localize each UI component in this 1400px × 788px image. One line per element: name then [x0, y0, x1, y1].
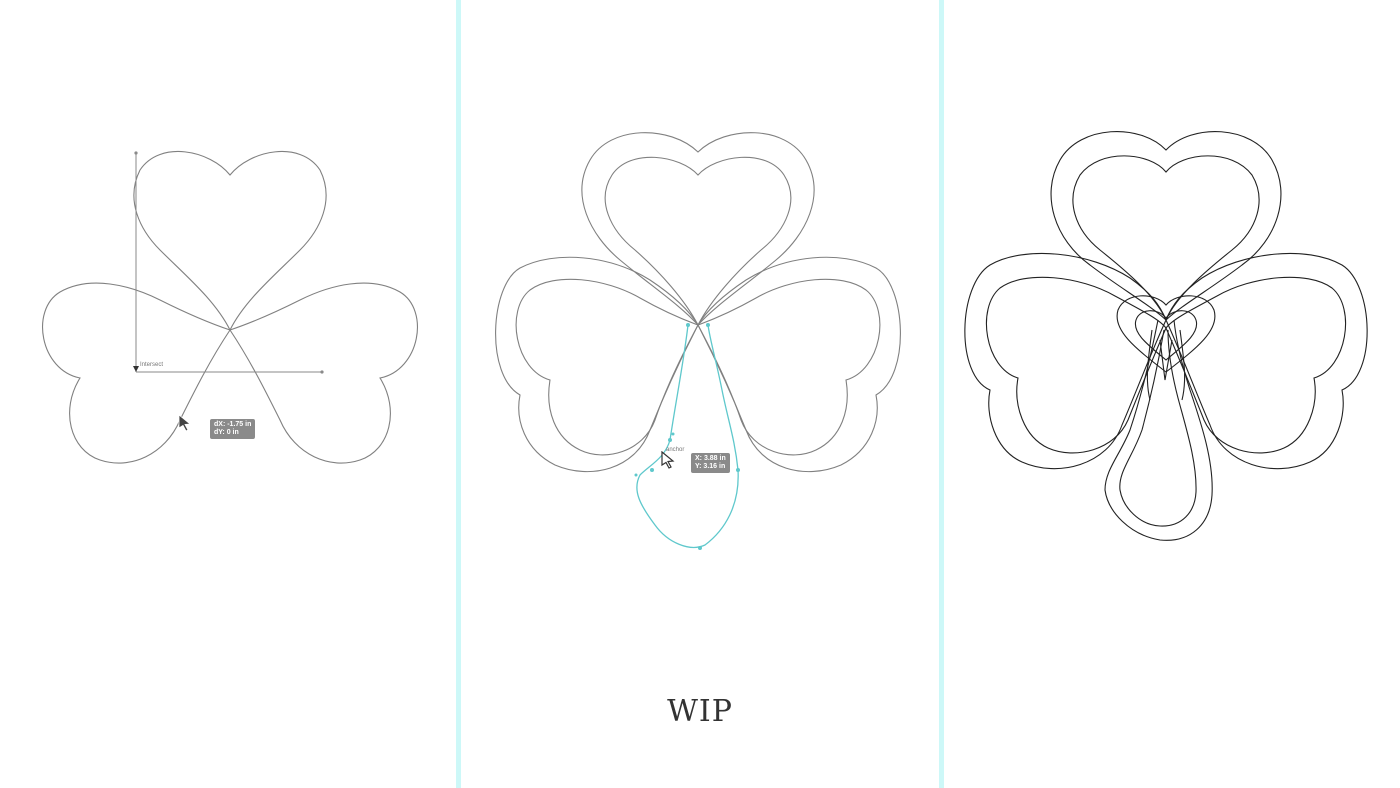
- arrow-cursor-icon: [178, 414, 192, 432]
- position-y-readout: Y: 3.16 in: [695, 463, 726, 470]
- delta-x-readout: dX: -1.75 in: [214, 421, 252, 428]
- shamrock-final-outline: [964, 131, 1368, 541]
- right-heart-path: [229, 282, 418, 464]
- selected-stem-path: [634, 323, 740, 550]
- panel-divider-right: [939, 0, 944, 788]
- panel-final-outline: [944, 0, 1400, 788]
- wip-caption: WIP: [667, 694, 733, 729]
- position-x-readout: X: 3.88 in: [695, 455, 726, 462]
- position-tooltip: X: 3.88 in Y: 3.16 in: [691, 453, 730, 473]
- intersect-hint: Intersect: [140, 362, 164, 368]
- top-heart-path: [133, 150, 327, 332]
- panel-draw-stem: anchor X: 3.88 in Y: 3.16 in: [461, 0, 941, 788]
- shamrock-offset-outline: [495, 132, 901, 550]
- anchor-hint: anchor: [666, 447, 685, 453]
- delta-tooltip: dX: -1.75 in dY: 0 in: [210, 419, 256, 439]
- shamrock-heart-guides: [42, 150, 418, 464]
- delta-y-readout: dY: 0 in: [214, 429, 239, 436]
- panel-intersect: Intersect dX: -1.75 in dY: 0 in: [0, 0, 456, 788]
- panel-divider-left: [456, 0, 461, 788]
- direct-select-cursor-icon: [661, 451, 675, 469]
- measurement-guides: [135, 152, 322, 373]
